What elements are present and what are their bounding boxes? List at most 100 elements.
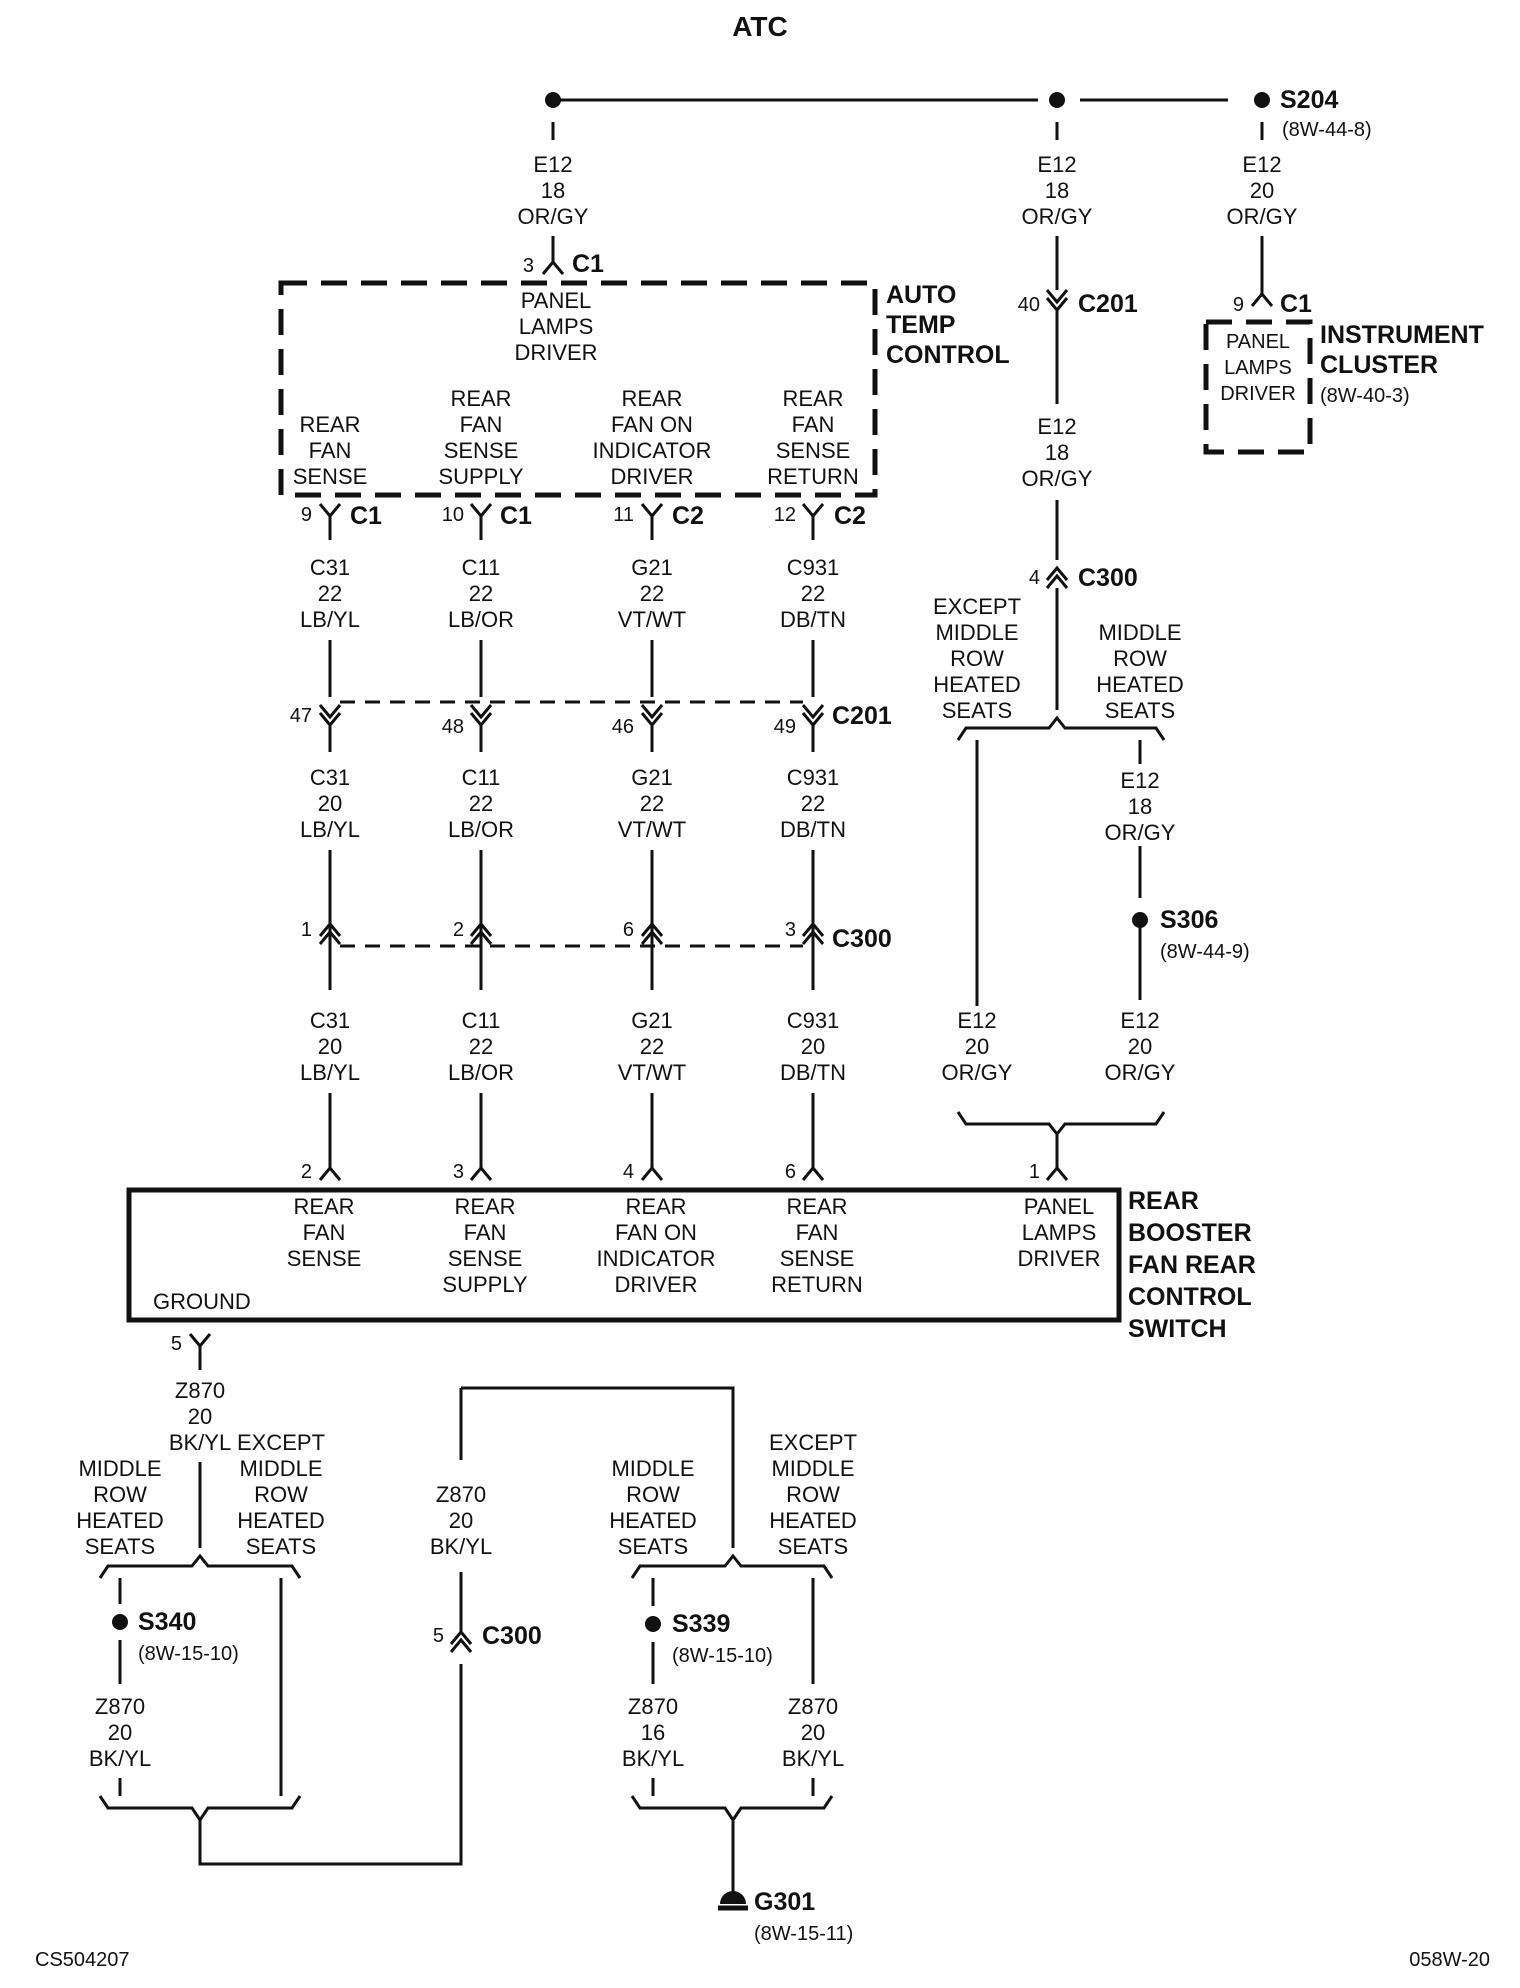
svg-text:LB/YL: LB/YL bbox=[300, 607, 360, 632]
svg-text:HEATED: HEATED bbox=[769, 1508, 857, 1533]
splice-s306-dot bbox=[1132, 912, 1148, 928]
svg-text:BK/YL: BK/YL bbox=[169, 1430, 231, 1455]
svg-text:RETURN: RETURN bbox=[771, 1272, 863, 1297]
svg-text:LAMPS: LAMPS bbox=[1224, 357, 1292, 379]
svg-text:SENSE: SENSE bbox=[776, 438, 851, 463]
connector-pin-number: 10 bbox=[442, 504, 464, 526]
atc-pin-rear-fan-sense: REAR FAN SENSE bbox=[293, 412, 368, 489]
connector-c1-label: C1 bbox=[572, 250, 604, 278]
svg-text:LAMPS: LAMPS bbox=[1022, 1220, 1097, 1245]
wire-label-top-mid: E12 18 OR/GY bbox=[1022, 152, 1093, 229]
ground-g301-label: G301 bbox=[754, 1888, 815, 1916]
svg-text:E12: E12 bbox=[1120, 1008, 1159, 1033]
svg-text:LB/OR: LB/OR bbox=[448, 1060, 514, 1085]
svg-text:ROW: ROW bbox=[626, 1482, 680, 1507]
connector-pin-number: 9 bbox=[301, 504, 312, 526]
svg-text:FAN ON: FAN ON bbox=[611, 412, 693, 437]
svg-text:Z870: Z870 bbox=[788, 1694, 838, 1719]
instrument-cluster-ref: (8W-40-3) bbox=[1320, 385, 1410, 407]
svg-text:22: 22 bbox=[640, 581, 664, 606]
svg-text:SENSE: SENSE bbox=[293, 464, 368, 489]
svg-text:ROW: ROW bbox=[1113, 646, 1167, 671]
connector-c2-label: C2 bbox=[834, 502, 866, 530]
e12-vertical-run bbox=[1045, 236, 1069, 710]
svg-text:Z870: Z870 bbox=[175, 1378, 225, 1403]
svg-text:DRIVER: DRIVER bbox=[1220, 383, 1296, 405]
connector-c1-label: C1 bbox=[500, 502, 532, 530]
svg-text:18: 18 bbox=[1045, 178, 1069, 203]
svg-text:22: 22 bbox=[318, 581, 342, 606]
switch-pin-rear-fan-sense-return: REAR FAN SENSE RETURN bbox=[771, 1194, 863, 1297]
connector-pin-number: 11 bbox=[613, 504, 634, 526]
svg-text:INDICATOR: INDICATOR bbox=[593, 438, 712, 463]
svg-text:CONTROL: CONTROL bbox=[1128, 1283, 1252, 1311]
svg-text:REAR: REAR bbox=[1128, 1187, 1199, 1215]
svg-text:EXCEPT: EXCEPT bbox=[769, 1430, 857, 1455]
top-bus bbox=[545, 92, 1270, 140]
svg-text:REAR: REAR bbox=[299, 412, 360, 437]
svg-text:20: 20 bbox=[318, 791, 342, 816]
svg-text:HEATED: HEATED bbox=[237, 1508, 325, 1533]
connector-pin-number: 2 bbox=[453, 919, 464, 941]
splice-s306-ref: (8W-44-9) bbox=[1160, 941, 1250, 963]
svg-text:C11: C11 bbox=[462, 555, 501, 580]
connector-c300-label: C300 bbox=[1078, 564, 1138, 592]
svg-text:REAR: REAR bbox=[625, 1194, 686, 1219]
svg-text:HEATED: HEATED bbox=[609, 1508, 697, 1533]
svg-text:20: 20 bbox=[801, 1034, 825, 1059]
wire-label-z870-mid: Z870 20 BK/YL bbox=[430, 1482, 492, 1559]
svg-text:C931: C931 bbox=[787, 555, 840, 580]
connector-pin-number: 5 bbox=[433, 1625, 444, 1647]
svg-text:SENSE: SENSE bbox=[287, 1246, 362, 1271]
switch-pin-rear-fan-sense-supply: REAR FAN SENSE SUPPLY bbox=[442, 1194, 528, 1297]
svg-text:22: 22 bbox=[640, 791, 664, 816]
svg-text:MIDDLE: MIDDLE bbox=[1098, 620, 1181, 645]
svg-text:LB/YL: LB/YL bbox=[300, 817, 360, 842]
svg-text:REAR: REAR bbox=[450, 386, 511, 411]
connector-pin-number: 9 bbox=[1233, 294, 1244, 316]
svg-text:22: 22 bbox=[801, 581, 825, 606]
connector-pin-symbol bbox=[541, 259, 565, 275]
svg-text:LB/YL: LB/YL bbox=[300, 1060, 360, 1085]
diagram-title: ATC bbox=[732, 11, 787, 42]
svg-text:INDICATOR: INDICATOR bbox=[597, 1246, 716, 1271]
svg-text:E12: E12 bbox=[1037, 152, 1076, 177]
splice-s306-label: S306 bbox=[1160, 906, 1218, 934]
c201-row-connectors bbox=[318, 640, 825, 752]
svg-text:18: 18 bbox=[1045, 440, 1069, 465]
svg-text:SENSE: SENSE bbox=[444, 438, 519, 463]
auto-temp-control-box bbox=[278, 280, 878, 498]
instrument-cluster-box bbox=[1203, 319, 1313, 455]
connector-pin-number: 47 bbox=[290, 705, 312, 727]
connector-c201-label: C201 bbox=[1078, 290, 1138, 318]
svg-text:22: 22 bbox=[801, 791, 825, 816]
svg-text:FAN: FAN bbox=[460, 412, 503, 437]
svg-text:22: 22 bbox=[469, 581, 493, 606]
splice-s339-ref: (8W-15-10) bbox=[672, 1645, 773, 1667]
wire-label-z870-top: Z870 20 BK/YL bbox=[169, 1378, 231, 1455]
connector-c1-label: C1 bbox=[350, 502, 382, 530]
svg-text:SEATS: SEATS bbox=[778, 1534, 849, 1559]
atc-pin-rear-fan-on-indicator-driver: REAR FAN ON INDICATOR DRIVER bbox=[593, 386, 712, 489]
auto-temp-control-name: AUTO TEMP CONTROL bbox=[886, 281, 1010, 369]
svg-text:PANEL: PANEL bbox=[521, 288, 592, 313]
svg-text:REAR: REAR bbox=[621, 386, 682, 411]
svg-text:SEATS: SEATS bbox=[246, 1534, 317, 1559]
svg-text:20: 20 bbox=[108, 1720, 132, 1745]
wire-label-e12-left: E12 20 OR/GY bbox=[942, 1008, 1013, 1085]
instrument-cluster-name: INSTRUMENT CLUSTER (8W-40-3) bbox=[1320, 321, 1484, 407]
svg-text:FAN ON: FAN ON bbox=[615, 1220, 697, 1245]
svg-text:SEATS: SEATS bbox=[618, 1534, 689, 1559]
switch-pin-panel-lamps-driver: PANEL LAMPS DRIVER bbox=[1017, 1194, 1100, 1271]
svg-text:OR/GY: OR/GY bbox=[1022, 204, 1093, 229]
connector-pin-number: 6 bbox=[623, 919, 634, 941]
svg-text:E12: E12 bbox=[1037, 414, 1076, 439]
c300-row-connectors bbox=[318, 850, 825, 990]
svg-text:REAR: REAR bbox=[293, 1194, 354, 1219]
svg-text:C931: C931 bbox=[787, 1008, 840, 1033]
atc-bottom-connectors bbox=[318, 503, 825, 540]
svg-text:PANEL: PANEL bbox=[1024, 1194, 1095, 1219]
atc-pin-rear-fan-sense-return: REAR FAN SENSE RETURN bbox=[767, 386, 859, 489]
svg-text:20: 20 bbox=[188, 1404, 212, 1429]
